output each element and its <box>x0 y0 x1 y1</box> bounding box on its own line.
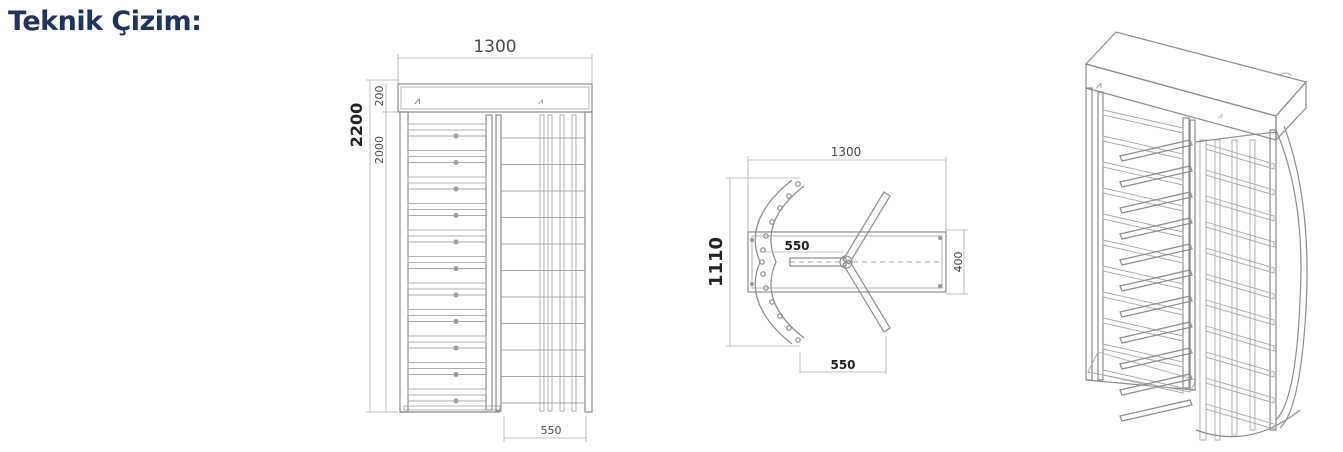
perspective-rotor-arm <box>1119 217 1193 240</box>
brand-logo-mark: ⩘ <box>414 94 420 107</box>
front-left-bar <box>407 176 487 192</box>
front-passage-label: 550 <box>541 424 562 437</box>
top-curved-fence <box>754 179 805 345</box>
perspective-left-bar <box>1102 213 1184 238</box>
front-left-bar <box>407 309 487 324</box>
front-total-height-label: 2200 <box>347 103 366 148</box>
perspective-cage-bar <box>1205 351 1275 378</box>
perspective-rotor-arm <box>1119 373 1193 396</box>
front-width-dimension: 1300 <box>397 37 593 84</box>
perspective-left-bar <box>1102 187 1184 212</box>
front-left-bar <box>407 282 487 298</box>
perspective-left-bar <box>1102 135 1184 160</box>
perspective-left-bar <box>1102 161 1184 186</box>
perspective-logo-mark: ⩘ <box>1096 80 1102 91</box>
front-left-bar <box>407 256 487 271</box>
top-side-label: 400 <box>952 252 965 273</box>
front-left-bar <box>407 388 487 404</box>
front-passage-dimension: 550 <box>503 416 587 442</box>
perspective-cage-bar <box>1205 377 1275 404</box>
top-rotor-arms <box>789 191 891 333</box>
perspective-left-bar <box>1102 291 1184 316</box>
front-left-bar <box>407 335 487 351</box>
top-bottom-dimension: 550 <box>799 336 887 374</box>
perspective-left-bar <box>1102 343 1184 368</box>
perspective-cage-bar <box>1205 169 1275 196</box>
perspective-logo-small: ⩘ <box>1218 111 1223 120</box>
perspective-rotor-arm <box>1119 243 1193 266</box>
fence-post <box>795 337 801 343</box>
top-arm-label: 550 <box>784 239 809 253</box>
front-canopy: ⩘ ⩘ <box>397 83 593 113</box>
top-width-label: 1300 <box>831 145 862 159</box>
perspective-cage-bar <box>1205 273 1275 300</box>
perspective-cage-bar <box>1205 325 1275 352</box>
perspective-left-bar <box>1102 239 1184 264</box>
perspective-cage-bar <box>1205 299 1275 326</box>
front-left-bar <box>407 229 487 245</box>
perspective-left-bar <box>1102 109 1184 134</box>
logo-mark-small: ⩘ <box>538 97 543 107</box>
front-height-dimension: 2200 200 2000 <box>347 79 398 413</box>
top-arm-dimension: 550 <box>760 239 843 253</box>
top-bottom-label: 550 <box>830 358 855 372</box>
perspective-cage-bar <box>1205 247 1275 274</box>
perspective-left-bar <box>1102 369 1184 394</box>
perspective-rotor-arm <box>1119 191 1193 214</box>
fence-post <box>769 219 775 225</box>
front-top-height-label: 200 <box>373 86 386 107</box>
perspective-rotor-arm <box>1119 295 1193 318</box>
perspective-left-bar <box>1102 317 1184 342</box>
front-left-bar <box>407 123 487 139</box>
perspective-cage-bar <box>1205 403 1275 430</box>
perspective-rotor <box>1119 125 1308 441</box>
perspective-cage-bar <box>1205 221 1275 248</box>
perspective-left-frame <box>1085 87 1197 394</box>
fence-post <box>786 193 792 199</box>
perspective-rotor-arm <box>1119 139 1193 162</box>
front-rotor <box>495 111 593 413</box>
fence-post <box>786 325 792 331</box>
front-left-bar <box>407 362 487 377</box>
front-left-bar <box>407 203 487 218</box>
perspective-cage-bar <box>1205 143 1275 170</box>
perspective-rotor-arm <box>1119 165 1193 188</box>
fence-post <box>769 299 775 305</box>
fence-post <box>759 259 765 265</box>
top-width-dimension: 1300 <box>747 145 947 232</box>
perspective-left-bar <box>1102 265 1184 290</box>
page-title: Teknik Çizim: <box>8 6 202 37</box>
front-width-label: 1300 <box>473 37 516 57</box>
front-body-height-label: 2000 <box>373 136 386 164</box>
front-left-frame <box>399 111 501 413</box>
perspective-rotor-arm <box>1119 321 1193 344</box>
front-left-bar <box>407 150 487 165</box>
perspective-cage-bar <box>1205 195 1275 222</box>
top-depth-dimension: 1110 <box>706 177 800 347</box>
top-side-dimension: 400 <box>946 229 968 295</box>
fence-post <box>777 205 783 211</box>
fence-post <box>777 313 783 319</box>
fence-post <box>795 181 801 187</box>
perspective-rotor-arm <box>1119 269 1193 292</box>
top-base-plate <box>747 231 947 293</box>
perspective-rotor-arm <box>1119 347 1193 370</box>
fence-post <box>760 271 766 277</box>
top-depth-label: 1110 <box>706 237 727 287</box>
perspective-rotor-arm <box>1119 399 1193 422</box>
perspective-roof: ⩘ ⩘ <box>1084 31 1308 142</box>
